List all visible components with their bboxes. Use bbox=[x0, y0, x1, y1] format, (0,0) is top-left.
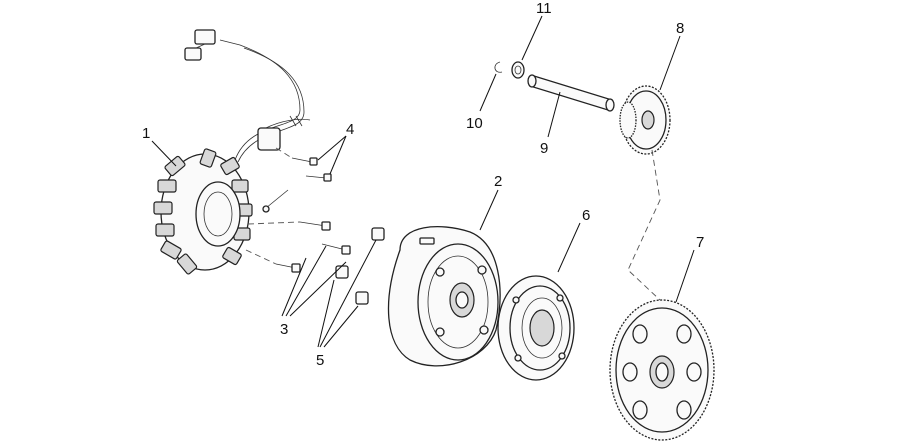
starter-driven-gear-part bbox=[609, 299, 715, 441]
flywheel-rotor-part bbox=[387, 226, 501, 367]
alignment-line bbox=[627, 149, 661, 301]
stator-part bbox=[153, 29, 311, 275]
callout-9: 9 bbox=[540, 140, 548, 157]
callout-6: 6 bbox=[582, 207, 590, 224]
freewheel-clutch-part bbox=[497, 275, 575, 381]
callout-4: 4 bbox=[346, 121, 354, 138]
callout-8: 8 bbox=[676, 20, 684, 37]
washer-part bbox=[511, 61, 525, 79]
callout-3: 3 bbox=[280, 321, 288, 338]
leader-lines bbox=[151, 15, 695, 348]
idler-shaft-part bbox=[527, 74, 615, 112]
stator-screws-part bbox=[245, 221, 351, 273]
callout-11: 11 bbox=[536, 0, 552, 17]
idler-gear-part bbox=[619, 85, 671, 155]
pickup-screws-part bbox=[275, 147, 332, 182]
callout-7: 7 bbox=[696, 234, 704, 251]
callout-2: 2 bbox=[494, 173, 502, 190]
flywheel-studs-part bbox=[335, 227, 385, 305]
circlip-part bbox=[494, 61, 503, 73]
callout-5: 5 bbox=[316, 352, 324, 369]
callout-10: 10 bbox=[466, 115, 483, 132]
callout-1: 1 bbox=[142, 125, 150, 142]
